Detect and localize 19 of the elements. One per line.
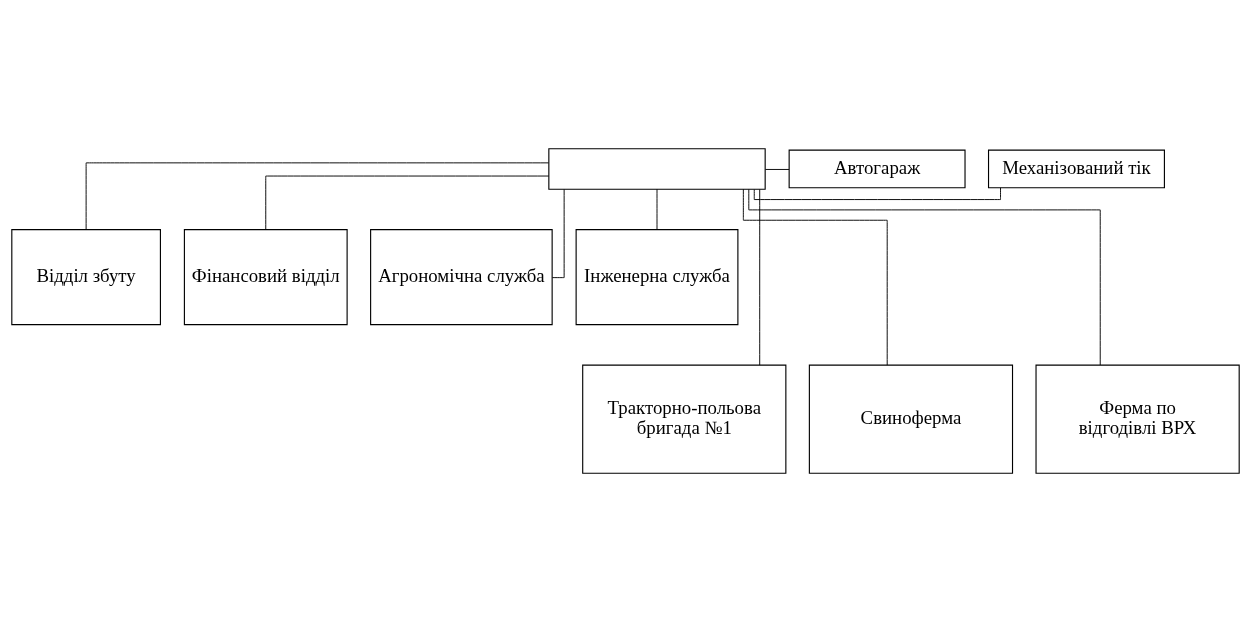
node-box: Інженерна служба bbox=[575, 228, 739, 325]
connector bbox=[656, 188, 658, 230]
node-box: Агрономічна служба bbox=[370, 228, 553, 325]
node-box: Свиноферма bbox=[808, 364, 1014, 474]
connector bbox=[753, 186, 1001, 200]
connector bbox=[759, 188, 761, 366]
connector bbox=[551, 188, 565, 278]
connector bbox=[265, 175, 550, 230]
connector bbox=[764, 168, 790, 170]
node-box: Фінансовий відділ bbox=[183, 228, 348, 325]
connector bbox=[748, 188, 1101, 365]
connector bbox=[85, 161, 550, 230]
connector bbox=[742, 188, 888, 366]
node-box: Тракторно-польова бригада №1 bbox=[582, 364, 787, 474]
node-box: Ферма по відгодівлі ВРХ bbox=[1035, 364, 1240, 474]
node-box: Автогараж bbox=[788, 149, 966, 188]
node-box: Відділ збуту bbox=[11, 228, 161, 325]
node-box: Механізований тік bbox=[987, 149, 1165, 188]
node-box bbox=[548, 147, 766, 190]
